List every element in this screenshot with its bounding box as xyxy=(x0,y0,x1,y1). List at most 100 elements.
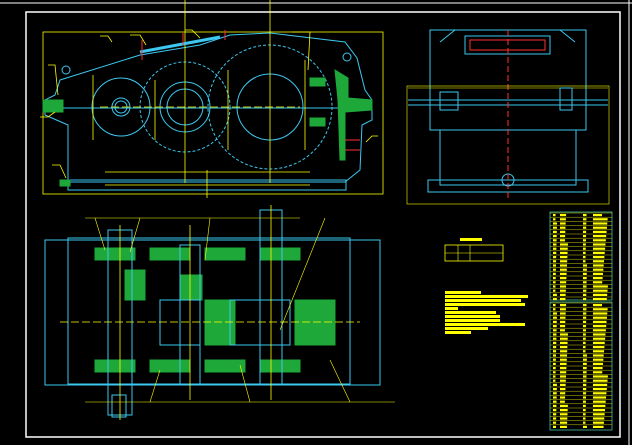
parts-list-cell xyxy=(583,298,587,301)
parts-list-cell xyxy=(560,308,566,311)
parts-list-cell xyxy=(583,409,586,412)
parts-list-cell xyxy=(593,350,605,353)
leader-lines xyxy=(40,29,378,179)
parts-list-cell xyxy=(593,383,608,386)
parts-list-cell xyxy=(583,289,587,292)
parts-list-cell xyxy=(583,222,587,225)
parts-list-cell xyxy=(560,409,568,412)
parts-list-cell xyxy=(593,341,605,344)
parts-list-cell xyxy=(593,346,605,349)
parts-list-cell xyxy=(560,293,566,296)
parts-list-cell xyxy=(593,367,603,370)
parts-list-cell xyxy=(593,337,606,340)
sheet-border xyxy=(25,11,621,438)
parts-list-cell xyxy=(593,417,605,420)
parts-list-cell xyxy=(583,341,586,344)
parts-list-cell xyxy=(560,388,566,391)
parts-list-cell xyxy=(560,239,565,242)
parts-list-cell xyxy=(593,388,607,391)
parts-list-cell xyxy=(583,400,586,403)
parts-list-cell xyxy=(560,396,566,399)
parts-list-cell xyxy=(583,256,586,259)
parts-list-cell xyxy=(553,268,556,271)
parts-list-cell xyxy=(583,247,586,250)
parts-list-cell xyxy=(553,251,557,254)
parts-list-cell xyxy=(560,289,566,292)
parts-list-cell xyxy=(553,316,557,319)
parts-list-cell xyxy=(583,358,587,361)
parts-list-cell xyxy=(560,325,566,328)
parts-list-cell xyxy=(560,362,567,365)
parts-list-cell xyxy=(593,285,608,288)
parts-list-cell xyxy=(553,247,557,250)
parts-list-cell xyxy=(583,396,587,399)
parts-list-cell xyxy=(593,289,608,292)
parts-list-cell xyxy=(560,379,566,382)
parts-list-cell xyxy=(593,320,607,323)
parts-list-cell xyxy=(553,320,557,323)
parts-list-cell xyxy=(553,312,557,315)
parts-list-cell xyxy=(553,226,557,229)
parts-list-cell xyxy=(583,320,587,323)
parts-list-cell xyxy=(560,400,565,403)
parts-list-cell xyxy=(583,308,587,311)
parts-list-cell xyxy=(583,354,587,357)
parts-list-cell xyxy=(560,371,567,374)
parts-list-cell xyxy=(593,421,604,424)
parts-list-cell xyxy=(553,218,556,221)
parts-list-cell xyxy=(593,325,607,328)
parts-list-cell xyxy=(593,222,608,225)
parts-list-cell xyxy=(593,243,606,246)
parts-list-cell xyxy=(560,251,568,254)
parts-list-cell xyxy=(593,333,606,336)
parts-list-cell xyxy=(583,375,587,378)
parts-list-cell xyxy=(553,304,556,307)
parts-list-cell xyxy=(593,392,607,395)
parts-list-cell xyxy=(583,425,587,428)
parts-list-cell xyxy=(553,354,557,357)
parts-list-cell xyxy=(583,251,586,254)
parts-list-cell xyxy=(553,272,556,275)
parts-list-cell xyxy=(560,333,568,336)
parts-list-cell xyxy=(583,285,587,288)
parts-list-cell xyxy=(553,333,557,336)
parts-list-cell xyxy=(583,367,587,370)
parts-list-cell xyxy=(560,312,566,315)
parts-list-cell xyxy=(593,260,605,263)
parts-list-cell xyxy=(560,226,566,229)
parts-list-cell xyxy=(593,264,604,267)
parts-list-cell xyxy=(583,268,587,271)
parts-list-cell xyxy=(593,413,605,416)
parts-list-cell xyxy=(553,413,557,416)
parts-list-cell xyxy=(560,425,567,428)
parts-list-cell xyxy=(583,337,586,340)
parts-list-cell xyxy=(560,247,568,250)
centerlines xyxy=(42,0,384,198)
parts-list-cell xyxy=(553,264,557,267)
parts-list-cell xyxy=(593,400,606,403)
parts-list-cell xyxy=(583,218,587,221)
parts-list-cell xyxy=(553,285,556,288)
parts-list-cell xyxy=(553,379,556,382)
parts-list-cell xyxy=(583,350,586,353)
parts-list-cell xyxy=(560,329,565,332)
parts-list-cell xyxy=(560,392,566,395)
parts-list-cell xyxy=(593,425,604,428)
parts-list-cell xyxy=(593,268,604,271)
parts-list-cell xyxy=(593,375,608,378)
parts-list-cell xyxy=(560,350,568,353)
parts-list-cell xyxy=(583,293,587,296)
parts-list-cell xyxy=(553,358,556,361)
parts-list-cell xyxy=(593,281,603,284)
parts-list-cell xyxy=(583,316,587,319)
red-markers xyxy=(141,30,360,151)
parts-list-cell xyxy=(583,272,587,275)
hatched-sections xyxy=(42,69,373,187)
parts-list-cell xyxy=(553,281,556,284)
parts-list-cell xyxy=(583,371,587,374)
parts-list-cell xyxy=(560,268,567,271)
parts-list-cell xyxy=(593,371,603,374)
parts-list-cell xyxy=(553,298,557,301)
parts-list-cell xyxy=(583,214,587,217)
